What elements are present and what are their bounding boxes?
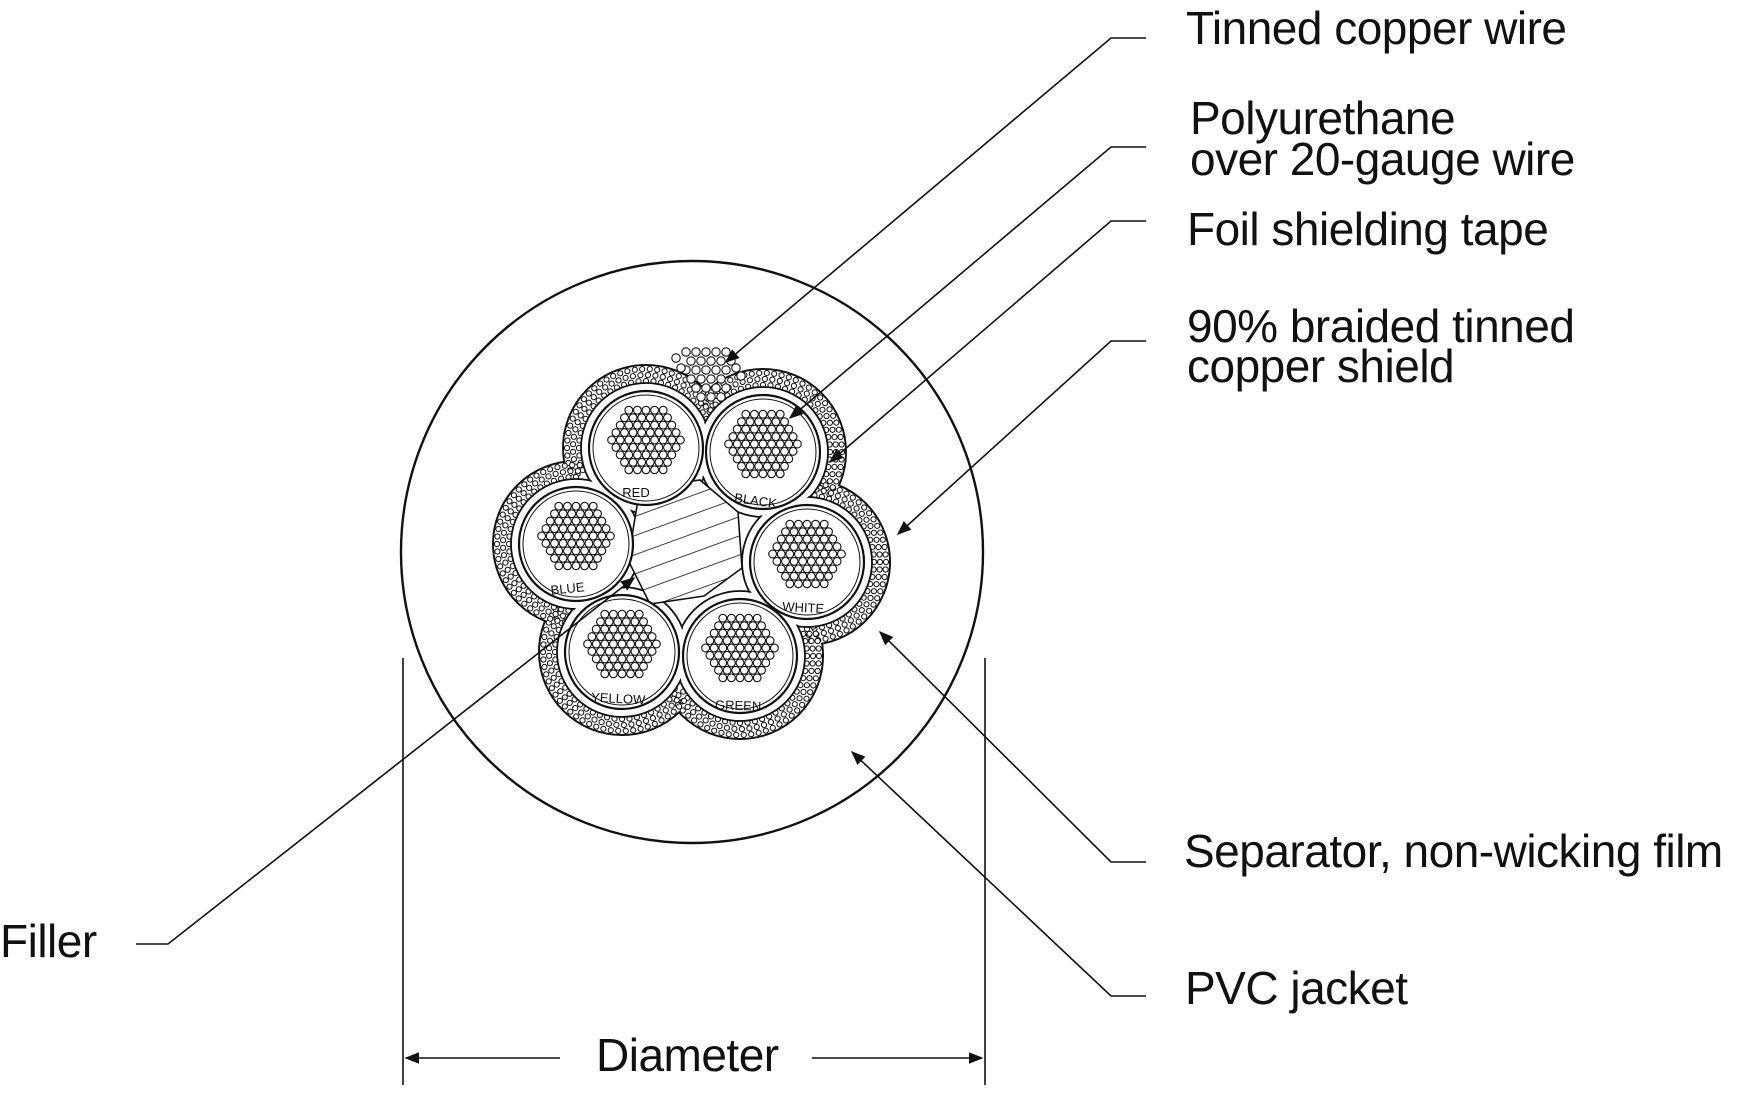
label-braided-shield-line2: copper shield bbox=[1187, 340, 1454, 392]
conductor-label-black: BLACK bbox=[733, 490, 778, 511]
conductor-red: RED bbox=[587, 389, 705, 507]
conductor-label-green: GREEN bbox=[715, 697, 762, 714]
conductor-label-blue: BLUE bbox=[550, 579, 586, 598]
leader-filler bbox=[136, 577, 636, 945]
label-foil-shielding-tape: Foil shielding tape bbox=[1187, 203, 1548, 255]
conductor-white: WHITE bbox=[748, 503, 866, 621]
label-filler: Filler bbox=[0, 915, 97, 967]
label-polyurethane-line2: over 20-gauge wire bbox=[1190, 133, 1575, 185]
conductor-black: BLACK bbox=[704, 393, 822, 511]
label-tinned-copper-wire: Tinned copper wire bbox=[1186, 2, 1567, 54]
label-polyurethane-line1: Polyurethane bbox=[1190, 92, 1455, 144]
conductor-yellow: YELLOW bbox=[563, 593, 681, 711]
conductor-label-red: RED bbox=[622, 485, 649, 500]
leader-braided-shield bbox=[896, 340, 1146, 535]
leader-separator bbox=[878, 630, 1146, 863]
conductor-label-yellow: YELLOW bbox=[591, 690, 647, 708]
leader-tinned-copper-wire bbox=[724, 37, 1146, 363]
filler bbox=[627, 479, 743, 605]
leader-lines bbox=[136, 37, 1146, 997]
leader-polyurethane bbox=[788, 146, 1146, 419]
leader-foil-shielding-tape bbox=[828, 220, 1146, 463]
leader-pvc-jacket bbox=[850, 751, 1146, 997]
conductor-green: GREEN bbox=[681, 597, 799, 715]
label-separator: Separator, non-wicking film bbox=[1184, 825, 1723, 877]
conductor-blue: BLUE bbox=[517, 485, 635, 603]
label-pvc-jacket: PVC jacket bbox=[1185, 962, 1408, 1014]
conductor-label-white: WHITE bbox=[782, 599, 825, 616]
label-diameter: Diameter bbox=[596, 1029, 779, 1081]
conductors: RED BLACK WHITE GREEN YELLOW BLUE bbox=[517, 389, 866, 715]
diameter-dimension bbox=[402, 658, 986, 1085]
label-braided-shield-line1: 90% braided tinned bbox=[1187, 300, 1574, 352]
tinned-copper-wire-bundle bbox=[671, 347, 746, 402]
